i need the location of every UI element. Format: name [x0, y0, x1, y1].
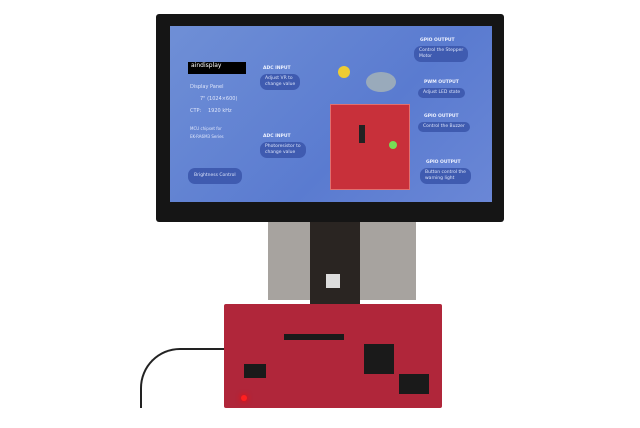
callout-text: Motor — [419, 54, 433, 59]
callout-text: Control the Buzzer — [423, 124, 465, 129]
callout-text: Adjust VR to — [265, 76, 293, 81]
callout-title: ADC INPUT — [263, 66, 291, 71]
controller-board — [224, 304, 442, 408]
display-screen[interactable]: aindisplay Display Panel 7" (1024×600) C… — [170, 26, 492, 202]
stepper-motor — [366, 72, 396, 92]
board-image — [330, 104, 410, 190]
ctp-label: CTP: — [190, 108, 202, 114]
brand-logo: aindisplay — [188, 62, 246, 74]
callout-title: GPIO OUTPUT — [426, 160, 461, 165]
callout-title: PWM OUTPUT — [424, 80, 459, 85]
callout-title: ADC INPUT — [263, 134, 291, 139]
callout-text: change value — [265, 82, 296, 87]
callout-pwm[interactable]: Adjust LED state — [418, 88, 466, 98]
ctp-value: 1920 kHz — [208, 108, 232, 114]
callout-text: change value — [265, 150, 296, 155]
callout-buzzer[interactable]: Control the Buzzer — [418, 122, 470, 132]
power-led — [241, 395, 247, 401]
callout-text: Button control the — [425, 170, 466, 175]
callout-text: Adjust LED state — [423, 90, 461, 95]
callout-text: warning light — [425, 176, 455, 181]
panel-size: 7" (1024×600) — [200, 96, 238, 102]
cable — [140, 348, 230, 408]
panel-title: Display Panel — [190, 84, 224, 90]
potentiometer-knob — [338, 66, 350, 78]
touch-controller-chip — [326, 274, 340, 288]
callout-title: GPIO OUTPUT — [420, 38, 455, 43]
callout-text: Control the Stepper — [419, 48, 464, 53]
note-line: MCU chipset for — [190, 126, 222, 131]
callout-text: Photoresistor to — [265, 144, 301, 149]
flex-connector — [310, 222, 360, 312]
note-line: EK-RA6M3 Series — [190, 134, 224, 139]
callout-title: GPIO OUTPUT — [424, 114, 459, 119]
brightness-control-button[interactable]: Brightness Control — [188, 168, 242, 184]
